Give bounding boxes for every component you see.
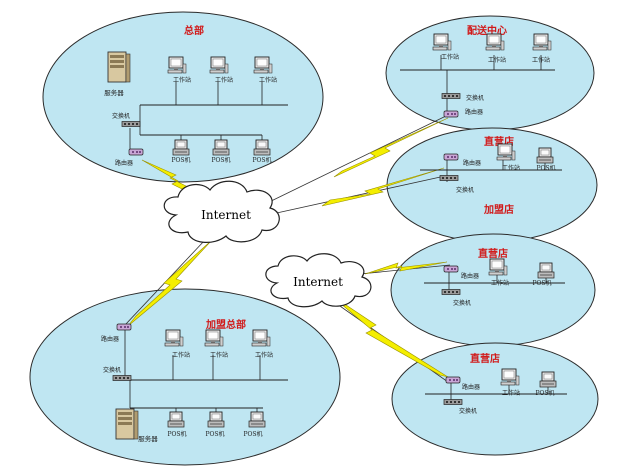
hq-pos-label-2: POS机 — [211, 156, 230, 164]
franchise-hq-switch-label: 交换机 — [103, 366, 121, 374]
hq-switch-label: 交换机 — [112, 112, 130, 120]
hq-workstation-label-3: 工作站 — [259, 76, 277, 84]
store-b-site: 直营店 路由器 交换机 工作站 POS机 — [424, 247, 565, 307]
franchise-hq-title: 加盟总部 — [205, 318, 246, 331]
store-a-bottom-title: 加盟店 — [483, 203, 514, 216]
hq-workstation-icon — [209, 56, 229, 74]
franchise-hq-workstation-icon — [204, 329, 224, 347]
hq-pos-icon — [212, 139, 230, 156]
store-c-title: 直营店 — [470, 352, 500, 365]
hq-server-label: 服务器 — [104, 88, 124, 97]
store-b-workstation-icon — [488, 258, 508, 276]
hq-router-label: 路由器 — [115, 159, 133, 167]
store-b-router-icon — [443, 265, 459, 273]
store-a-router-icon — [443, 153, 459, 161]
store-b-switch-icon — [441, 289, 461, 295]
hq-pos-label-3: POS机 — [252, 156, 271, 164]
hq-switch-icon — [121, 121, 141, 127]
internet-2-label: Internet — [293, 275, 343, 289]
store-b-pos-icon — [537, 262, 555, 279]
store-c-workstation-label: 工作站 — [502, 389, 520, 397]
store-c-switch-label: 交换机 — [459, 407, 477, 415]
franchise-hq-pos-icon — [207, 411, 225, 428]
hq-workstation-icon — [253, 56, 273, 74]
franchise-hq-site: 加盟总部 路由器 交换机 工作站 工作站 工作站 服务器 POS机 POS机 P… — [101, 318, 288, 443]
franchise-hq-site-ellipse — [29, 288, 341, 466]
store-b-router-label: 路由器 — [461, 272, 479, 280]
store-a-pos-icon — [536, 147, 554, 164]
hq-site: 总部 服务器 工作站 工作站 工作站 交换机 路由器 POS机 POS机 POS… — [104, 24, 288, 167]
internet-1-label: Internet — [201, 208, 251, 222]
internet-cloud-2: Internet — [265, 253, 372, 308]
distribution-site: 配送中心 工作站 工作站 工作站 交换机 路由器 — [400, 24, 555, 118]
franchise-hq-pos-label-1: POS机 — [167, 430, 186, 438]
distribution-workstation-icon — [532, 33, 552, 51]
hq-router-icon — [128, 148, 144, 156]
distribution-workstation-label-2: 工作站 — [488, 56, 506, 64]
store-b-workstation-label: 工作站 — [491, 279, 509, 287]
franchise-hq-pos-icon — [248, 411, 266, 428]
store-c-pos-label: POS机 — [535, 389, 554, 397]
hq-workstation-label-2: 工作站 — [215, 76, 233, 84]
store-a-workstation-icon — [496, 143, 516, 161]
hq-workstation-label-1: 工作站 — [173, 76, 191, 84]
store-b-pos-label: POS机 — [532, 279, 551, 287]
store-c-workstation-icon — [500, 368, 520, 386]
franchise-hq-pos-label-2: POS机 — [205, 430, 224, 438]
store-a-workstation-label: 工作站 — [502, 164, 520, 172]
franchise-hq-workstation-label-1: 工作站 — [172, 351, 190, 359]
store-a-switch-icon — [439, 175, 459, 181]
franchise-hq-workstation-icon — [251, 329, 271, 347]
franchise-hq-router-label: 路由器 — [101, 335, 119, 343]
store-a-switch-label: 交换机 — [456, 186, 474, 194]
franchise-hq-server-label: 服务器 — [138, 434, 158, 443]
store-b-switch-label: 交换机 — [453, 299, 471, 307]
distribution-workstation-label-1: 工作站 — [441, 53, 459, 61]
store-c-router-label: 路由器 — [462, 383, 480, 391]
distribution-router-label: 路由器 — [465, 108, 483, 116]
hq-workstation-icon — [167, 56, 187, 74]
store-c-site: 直营店 路由器 交换机 工作站 POS机 — [425, 352, 567, 415]
store-c-site-ellipse — [391, 342, 599, 456]
store-b-title: 直营店 — [478, 247, 508, 260]
franchise-hq-workstation-label-3: 工作站 — [255, 351, 273, 359]
franchise-hq-pos-label-3: POS机 — [243, 430, 262, 438]
distribution-workstation-icon — [432, 33, 452, 51]
hq-pos-icon — [172, 139, 190, 156]
franchise-hq-server-icon — [115, 408, 139, 440]
store-c-router-icon — [445, 376, 461, 384]
store-c-switch-icon — [443, 399, 463, 405]
franchise-hq-workstation-icon — [164, 329, 184, 347]
franchise-hq-pos-icon — [167, 411, 185, 428]
distribution-router-icon — [443, 110, 459, 118]
franchise-hq-switch-icon — [112, 375, 132, 381]
franchise-hq-router-icon — [116, 323, 132, 331]
hq-pos-label-1: POS机 — [171, 156, 190, 164]
internet-cloud-1: Internet — [163, 180, 280, 243]
distribution-workstation-icon — [485, 33, 505, 51]
hq-server-icon — [107, 51, 131, 83]
store-a-site: 直营店 路由器 交换机 工作站 POS机 加盟店 — [420, 135, 562, 216]
hq-title: 总部 — [184, 24, 204, 37]
distribution-switch-label: 交换机 — [466, 94, 484, 102]
distribution-switch-icon — [441, 93, 461, 99]
store-a-router-label: 路由器 — [463, 159, 481, 167]
lightning-links — [127, 117, 449, 378]
distribution-workstation-label-3: 工作站 — [532, 56, 550, 64]
store-a-pos-label: POS机 — [536, 164, 555, 172]
hq-pos-icon — [253, 139, 271, 156]
franchise-hq-workstation-label-2: 工作站 — [210, 351, 228, 359]
store-c-pos-icon — [539, 371, 557, 388]
